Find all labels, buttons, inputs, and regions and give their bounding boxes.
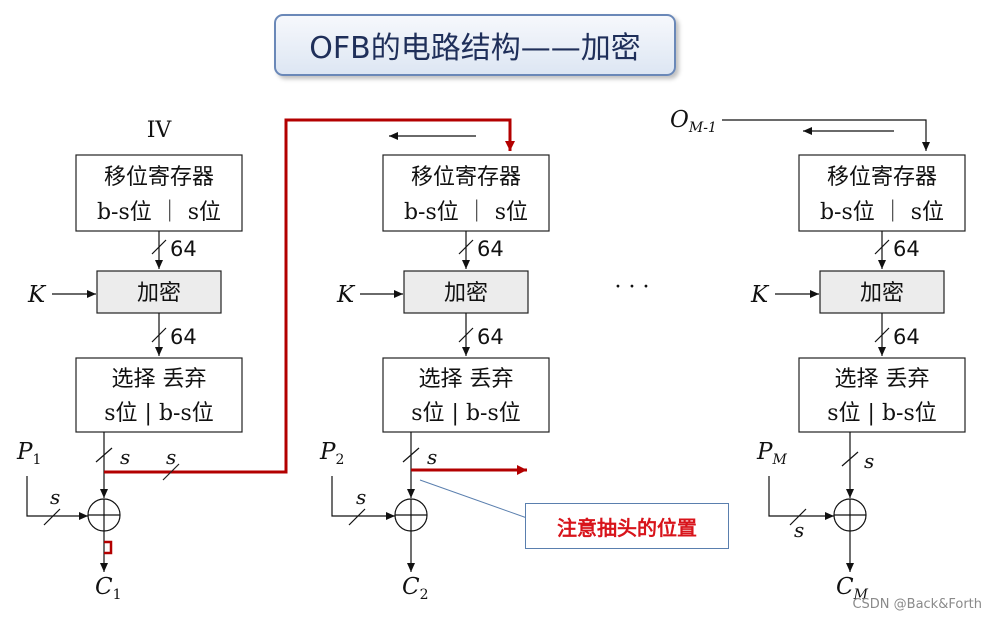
encrypt-block-2 [403, 270, 529, 314]
width-label-ma: 64 [893, 237, 920, 261]
shift-register-m-line1: 移位寄存器 [827, 165, 937, 190]
plain-s-label-2: s [356, 485, 366, 509]
s-label-1: s [120, 445, 130, 469]
select-block-2-line2: s位 | b-s位 [411, 401, 521, 426]
shift-register-1 [75, 154, 243, 232]
encrypt-block-m [819, 270, 945, 314]
shift-register-m [798, 154, 966, 232]
shift-register-1-line1: 移位寄存器 [104, 165, 214, 190]
ellipsis: · · · [615, 275, 650, 300]
tap-position-note: 注意抽头的位置 [525, 503, 729, 549]
shift-register-1-line2: b-s位 ｜ s位 [97, 200, 221, 225]
select-block-m-line1: 选择 丢弃 [835, 367, 930, 392]
encrypt-block-m-label: 加密 [860, 281, 904, 306]
plain-s-label-1: s [50, 485, 60, 509]
width-label-2b: 64 [477, 325, 504, 349]
width-label-1a: 64 [170, 237, 197, 261]
watermark: CSDN @Back&Forth [852, 597, 982, 612]
stage-1: IV 移位寄存器 b-s位 ｜ s位 64 K 加密 64 选择 丢弃 s位 |… [16, 118, 243, 603]
iv-label: IV [147, 118, 173, 143]
width-label-mb: 64 [893, 325, 920, 349]
encrypt-block-1-label: 加密 [137, 281, 181, 306]
om1-label: OM-1 [670, 107, 717, 136]
shift-register-2-line2: b-s位 ｜ s位 [404, 200, 528, 225]
stage-2: 移位寄存器 b-s位 ｜ s位 64 K 加密 64 选择 丢弃 s位 | b-… [319, 132, 550, 603]
cipher-label-m: CM [836, 574, 869, 603]
encrypt-block-2-label: 加密 [444, 281, 488, 306]
key-label-m: K [750, 282, 770, 308]
feedback-path: s [104, 118, 515, 481]
s-label-m: s [864, 449, 874, 473]
select-block-1 [75, 357, 243, 433]
select-block-m [798, 357, 966, 433]
select-block-1-line2: s位 | b-s位 [104, 401, 214, 426]
cipher-label-2: C2 [402, 574, 429, 603]
key-label-1: K [27, 282, 47, 308]
width-label-1b: 64 [170, 325, 197, 349]
select-block-2-line1: 选择 丢弃 [419, 367, 514, 392]
cipher-label-1: C1 [95, 574, 122, 603]
plain-label-1: P1 [16, 439, 41, 468]
select-block-1-line1: 选择 丢弃 [112, 367, 207, 392]
shift-register-m-line2: b-s位 ｜ s位 [820, 200, 944, 225]
plain-label-m: PM [756, 439, 787, 468]
select-block-2 [382, 357, 550, 433]
slide-title: OFB的电路结构——加密 [274, 14, 676, 76]
plain-s-label-m: s [794, 518, 804, 542]
shift-register-2-line1: 移位寄存器 [411, 165, 521, 190]
encrypt-block-1 [96, 270, 222, 314]
s-label-2: s [427, 445, 437, 469]
key-label-2: K [336, 282, 356, 308]
feedback-s-label: s [166, 445, 176, 469]
plain-label-2: P2 [319, 439, 344, 468]
select-block-m-line2: s位 | b-s位 [827, 401, 937, 426]
stage-m: OM-1 移位寄存器 b-s位 ｜ s位 64 K 加密 64 选择 丢弃 s位… [670, 107, 966, 603]
width-label-2a: 64 [477, 237, 504, 261]
